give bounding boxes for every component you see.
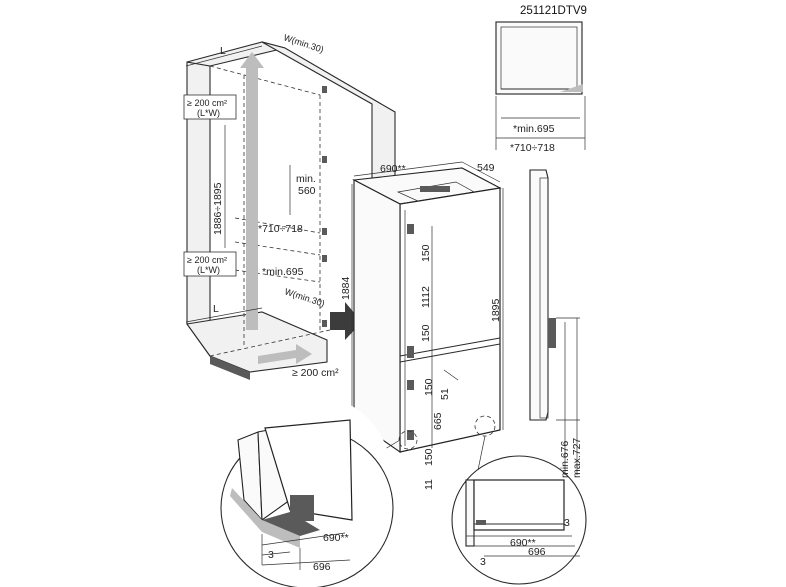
door-panel-side <box>529 169 549 421</box>
vent-bottom-line1: ≥ 200 cm² <box>187 255 227 265</box>
detail-right-circle <box>451 455 587 585</box>
airflow-bottom-arrow <box>258 344 312 364</box>
top-view-width-range: *710÷718 <box>510 142 555 154</box>
niche-depth-min-line1: min. <box>296 173 316 185</box>
insert-direction-arrow <box>330 302 362 340</box>
dim-665: 665 <box>432 412 444 430</box>
niche-width-label-bottom: L <box>213 303 219 315</box>
vent-bottom-box <box>183 251 237 277</box>
detail-left-696: 696 <box>313 561 331 573</box>
top-view-width-min: *min.695 <box>513 123 555 135</box>
detail-right-3-top: 3 <box>564 517 570 529</box>
niche-width-range: *710÷718 <box>258 223 303 235</box>
vent-bottom-line2: (L*W) <box>197 265 220 275</box>
appliance-front <box>399 187 501 453</box>
niche-floor-vent: ≥ 200 cm² <box>292 367 339 379</box>
appliance-side <box>353 179 401 454</box>
dim-11: 11 <box>423 479 435 490</box>
niche-depth-label-bottom: W(min.30) <box>283 286 326 308</box>
detail-left-3: 3 <box>268 549 274 561</box>
appliance-height-left: 1884 <box>340 276 352 300</box>
airflow-vertical-arrow <box>240 52 264 330</box>
appliance-drawing: 690** 549 1884 1895 150 1112 150 150 51 … <box>340 161 504 490</box>
appliance-depth: 549 <box>477 162 495 174</box>
vent-top-box <box>183 94 237 120</box>
door-panel-max: max.727 <box>571 438 583 478</box>
detail-right-3-bottom: 3 <box>480 556 486 568</box>
vent-top-line1: ≥ 200 cm² <box>187 98 227 108</box>
detail-right-696: 696 <box>528 546 546 558</box>
appliance-height-right: 1895 <box>490 298 502 322</box>
appliance-width: 690** <box>380 163 406 175</box>
dim-150-c: 150 <box>423 378 435 396</box>
vent-top-line2: (L*W) <box>197 108 220 118</box>
dim-150-a: 150 <box>420 244 432 262</box>
detail-circle-left <box>398 430 418 450</box>
detail-right: 3 690** 696 3 <box>451 435 587 585</box>
door-panel-bracket <box>548 318 556 348</box>
dim-51: 51 <box>439 388 451 400</box>
dim-1112: 1112 <box>420 286 432 308</box>
door-panel-drawing: min.676 max.727 <box>529 169 583 478</box>
top-view-door-block <box>560 84 583 92</box>
niche-width-min: *min.695 <box>262 266 304 278</box>
dim-150-d: 150 <box>423 448 435 466</box>
niche-depth-min-line2: 560 <box>298 185 316 197</box>
detail-left-690: 690** <box>323 532 349 544</box>
door-panel-min: min.676 <box>559 440 571 478</box>
detail-right-690: 690** <box>510 537 536 549</box>
diagram-code: 251121DTV9 <box>520 5 587 17</box>
detail-left: 3 690** 696 <box>220 393 401 587</box>
dim-150-b: 150 <box>420 324 432 342</box>
niche-height-range: 1886÷1895 <box>212 182 224 235</box>
top-view: *min.695 *710÷718 <box>495 21 586 154</box>
niche-width-label-top: L <box>220 45 226 57</box>
top-view-cabinet <box>495 21 583 95</box>
